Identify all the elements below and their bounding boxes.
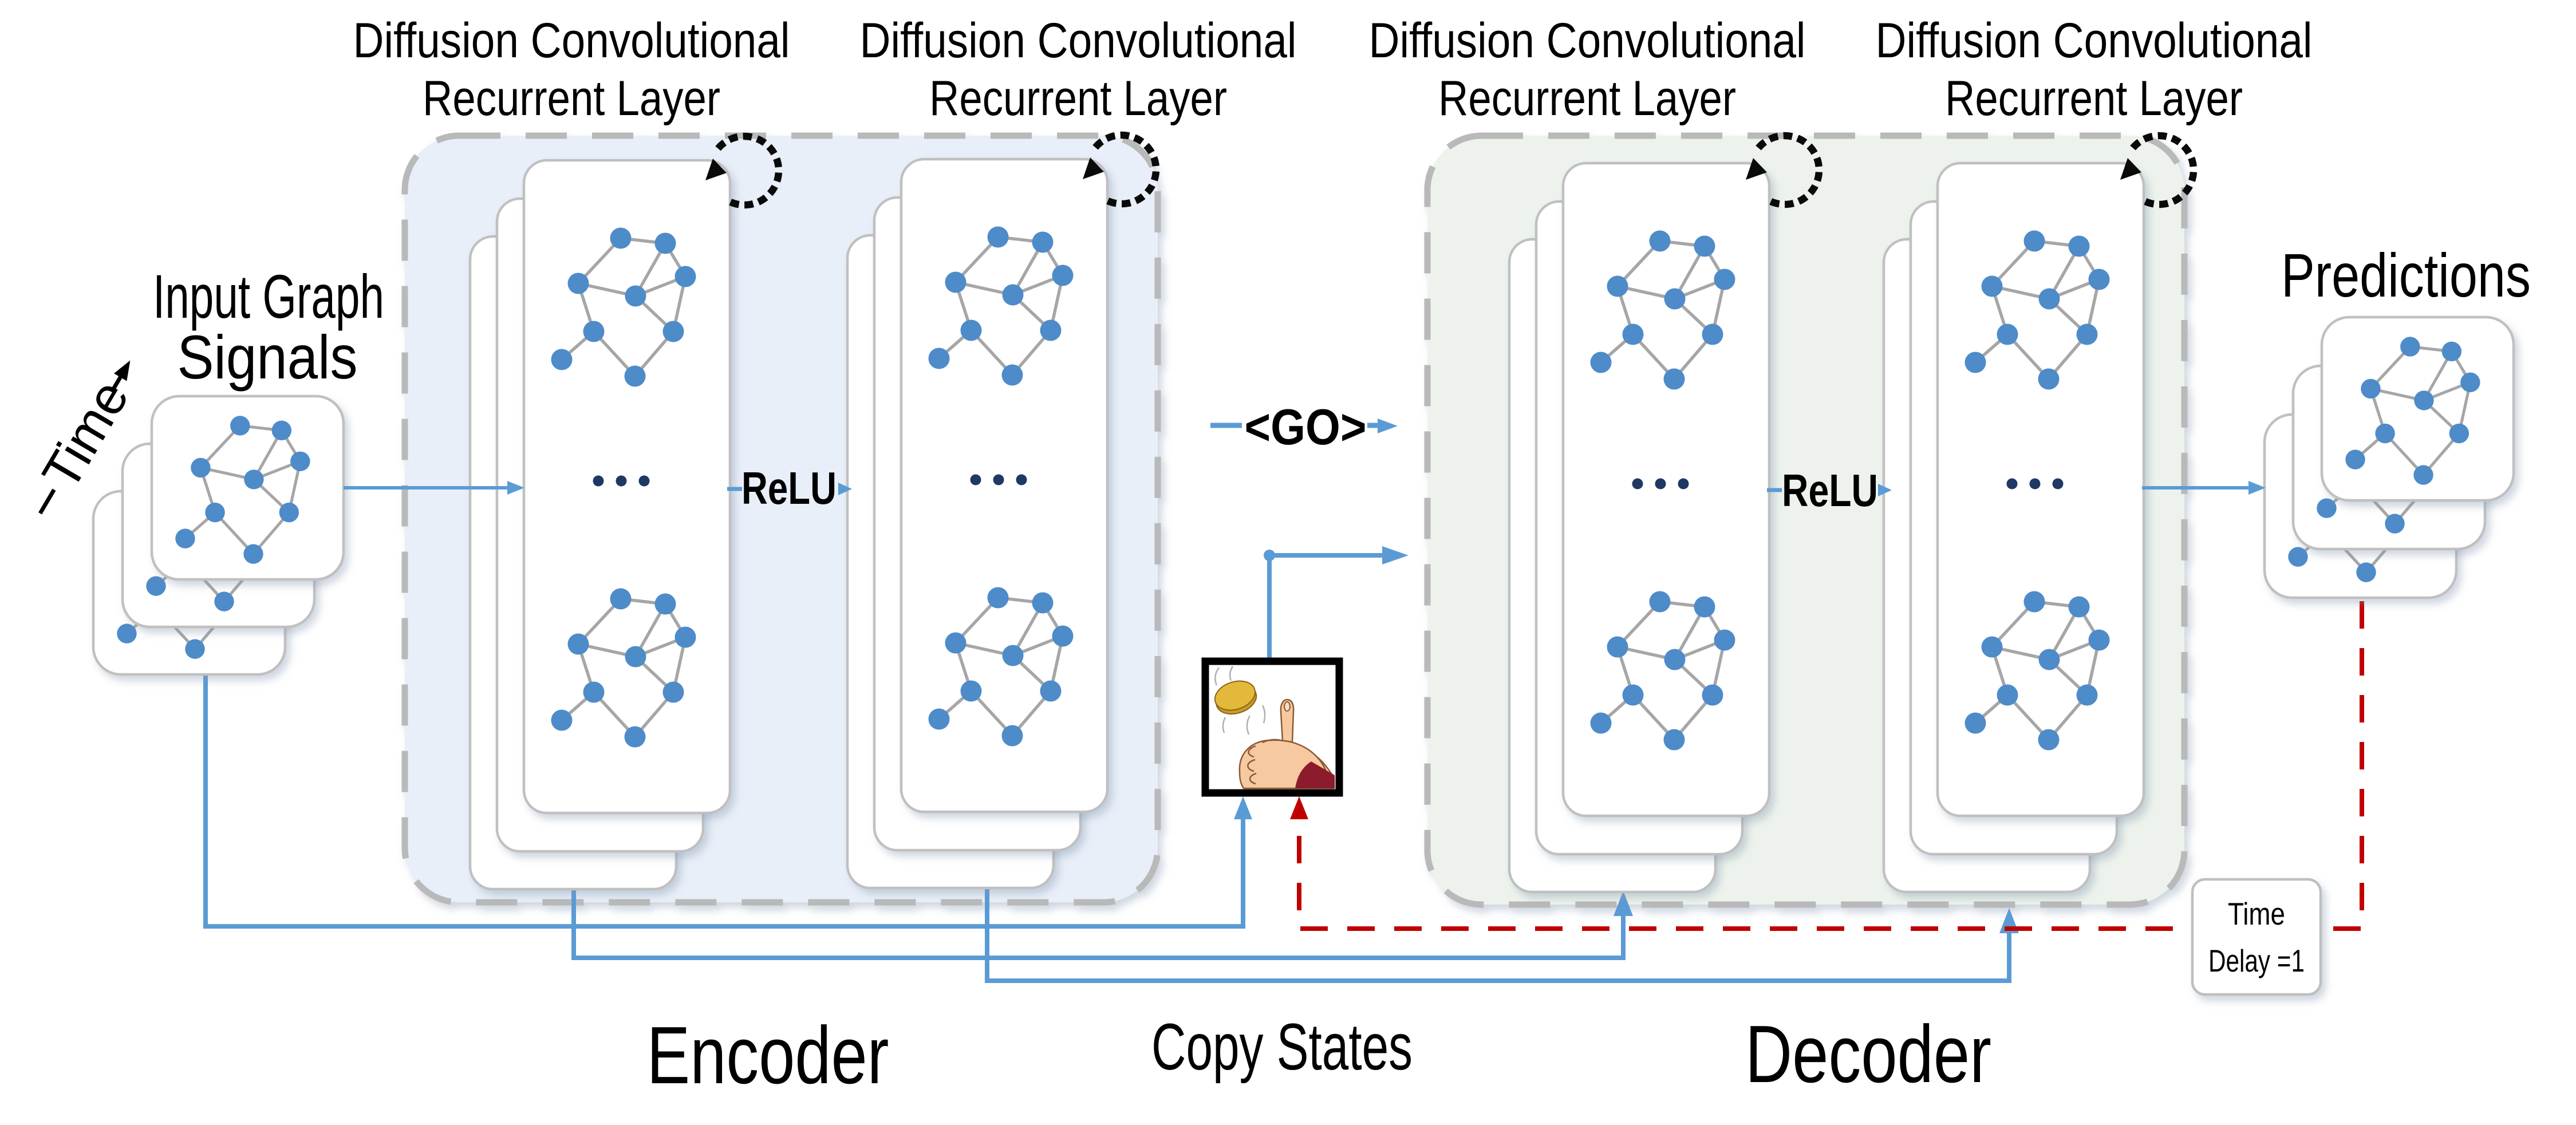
svg-text:ReLU: ReLU (1782, 465, 1878, 516)
svg-text:ReLU: ReLU (741, 463, 837, 514)
svg-text:Input Graph: Input Graph (153, 262, 384, 331)
svg-text:Diffusion Convolutional: Diffusion Convolutional (1369, 13, 1806, 68)
svg-text:Decoder: Decoder (1745, 1009, 1991, 1100)
svg-text:Diffusion Convolutional: Diffusion Convolutional (860, 13, 1297, 68)
svg-text:Delay =1: Delay =1 (2208, 943, 2305, 978)
svg-text:Recurrent Layer: Recurrent Layer (423, 71, 720, 126)
svg-text:Signals: Signals (177, 322, 358, 392)
svg-text:<GO>: <GO> (1245, 398, 1367, 455)
svg-text:Recurrent Layer: Recurrent Layer (1438, 71, 1736, 126)
svg-text:Recurrent Layer: Recurrent Layer (929, 71, 1227, 126)
svg-text:Diffusion Convolutional: Diffusion Convolutional (1876, 13, 2313, 68)
svg-text:Predictions: Predictions (2281, 240, 2531, 310)
svg-text:Recurrent Layer: Recurrent Layer (1945, 71, 2243, 126)
svg-text:Encoder: Encoder (647, 1010, 889, 1101)
svg-text:Diffusion Convolutional: Diffusion Convolutional (353, 13, 790, 68)
svg-text:Time: Time (2228, 896, 2285, 931)
svg-text:Copy States: Copy States (1151, 1010, 1413, 1084)
